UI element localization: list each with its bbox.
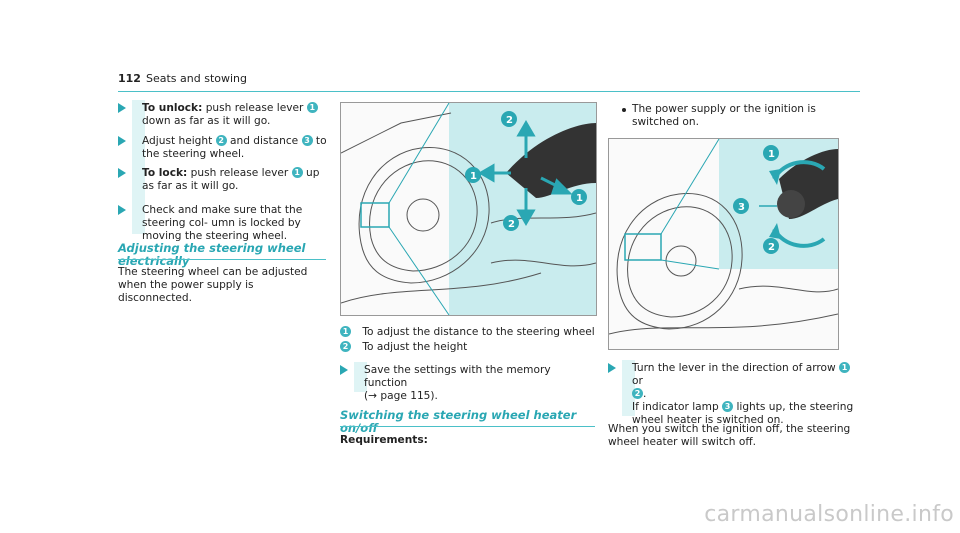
section-title: Seats and stowing <box>146 72 248 85</box>
step-arrow-icon <box>118 205 126 215</box>
step-arrow-icon <box>340 365 348 375</box>
step-arrow-icon <box>608 363 616 373</box>
requirements-label: Requirements: <box>340 434 428 446</box>
svg-text:2: 2 <box>508 219 515 230</box>
figure-steering-adjust: 2 1 1 2 <box>340 102 597 316</box>
column-1: To unlock: push release lever 1 down as … <box>118 100 327 304</box>
badge-2: 2 <box>632 388 643 399</box>
page-header: 112 Seats and stowing <box>118 72 860 92</box>
watermark: carmanualsonline.info <box>704 502 954 527</box>
badge-3: 3 <box>722 401 734 412</box>
badge-2: 2 <box>215 135 227 146</box>
legend-2: 2 To adjust the height <box>340 341 595 354</box>
heading-rule <box>118 259 326 260</box>
figure-heater: 1 3 2 <box>608 138 839 350</box>
heading-adjust-electric: Adjusting the steering wheel electricall… <box>118 241 306 268</box>
heading-heater: Switching the steering wheel heater on/o… <box>340 408 577 435</box>
svg-text:2: 2 <box>768 242 775 253</box>
para-ignition: When you switch the ignition off, the st… <box>608 423 851 448</box>
page-number: 112 <box>118 72 141 85</box>
svg-text:1: 1 <box>470 171 477 182</box>
step-arrow-icon <box>118 136 126 146</box>
column-2: 1 To adjust the distance to the steering… <box>340 326 595 446</box>
legend-1: 1 To adjust the distance to the steering… <box>340 326 595 339</box>
heater-illustration: 1 3 2 <box>609 139 838 335</box>
bullet-power: The power supply or the ignition is swit… <box>632 103 816 128</box>
heading-rule <box>340 426 595 427</box>
step-bar <box>354 362 367 392</box>
step-arrow-icon <box>118 103 126 113</box>
svg-text:1: 1 <box>576 193 583 204</box>
badge-2: 2 <box>340 341 351 352</box>
step-bar <box>622 360 635 416</box>
page-reference: (→ page 115). <box>364 390 438 402</box>
badge-1: 1 <box>291 167 303 178</box>
badge-1: 1 <box>340 326 351 337</box>
svg-text:2: 2 <box>506 115 513 126</box>
column-3-lower: Turn the lever in the direction of arrow… <box>608 360 860 480</box>
svg-text:3: 3 <box>738 202 745 213</box>
bullet-dot <box>622 108 626 112</box>
steering-illustration: 2 1 1 2 <box>341 103 596 315</box>
header-rule <box>118 91 860 92</box>
badge-1: 1 <box>306 102 318 113</box>
svg-text:1: 1 <box>768 149 775 160</box>
para-electric: The steering wheel can be adjusted when … <box>118 266 308 304</box>
step-arrow-icon <box>118 168 126 178</box>
step-bar <box>132 100 145 234</box>
badge-3: 3 <box>301 135 313 146</box>
column-3: The power supply or the ignition is swit… <box>608 103 860 483</box>
unlock-label: To unlock: <box>142 102 203 114</box>
lock-label: To lock: <box>142 167 188 179</box>
badge-1: 1 <box>839 362 850 373</box>
